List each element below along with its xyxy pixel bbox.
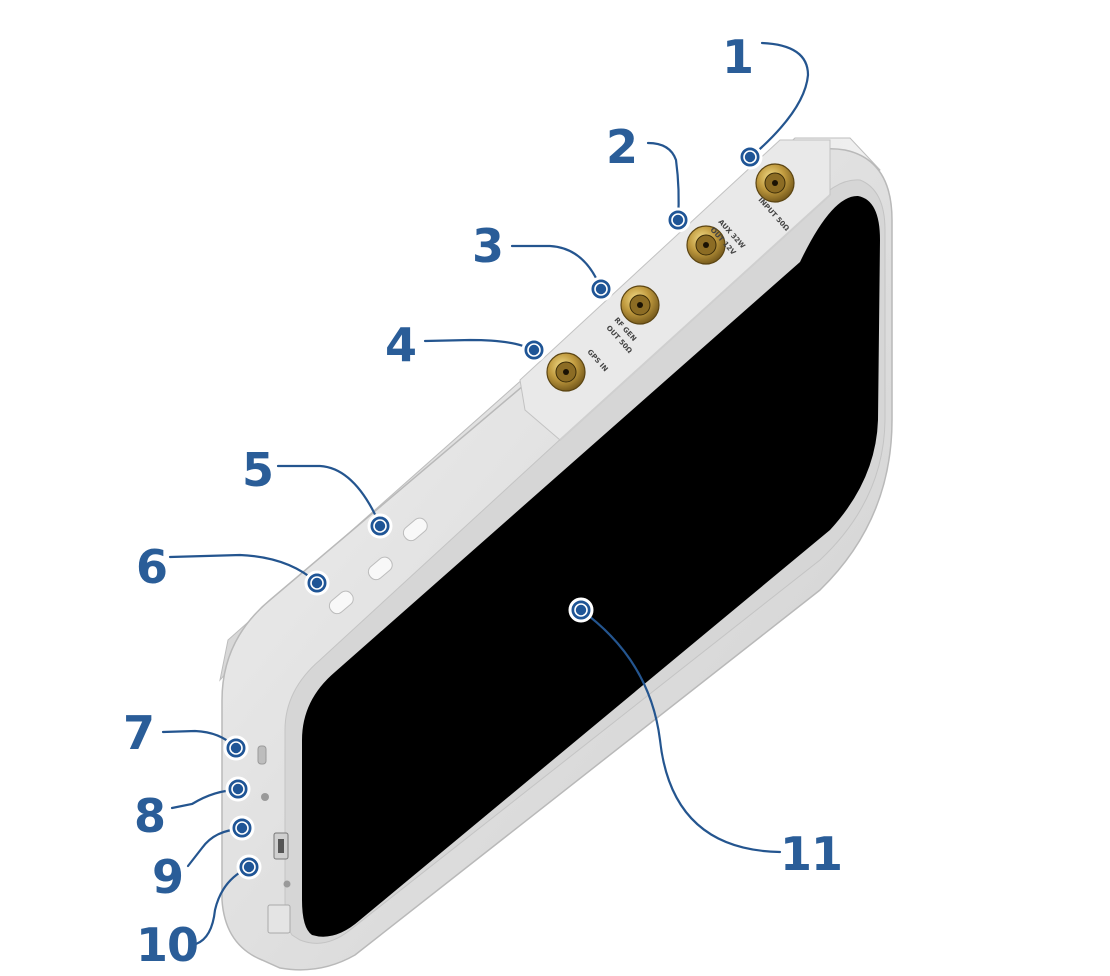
top-buttons	[328, 517, 428, 615]
callout-dots	[223, 144, 763, 880]
connector-rf-gen	[620, 285, 660, 325]
leader-1	[750, 41, 810, 158]
dot-5	[367, 513, 393, 539]
callout-number-4: 4	[385, 318, 416, 372]
leader-5	[276, 464, 382, 527]
dot-4	[521, 337, 547, 363]
dot-10	[236, 854, 262, 880]
callout-number-8: 8	[134, 789, 165, 843]
display-screen	[302, 195, 880, 937]
callout-number-5: 5	[242, 443, 273, 497]
callout-number-1: 1	[722, 30, 753, 84]
dot-3	[588, 276, 614, 302]
leader-10	[194, 866, 250, 946]
callout-number-6: 6	[136, 540, 167, 594]
connector-gps-in	[546, 352, 586, 392]
leader-4	[423, 338, 535, 352]
callout-number-2: 2	[606, 120, 637, 174]
callout-number-9: 9	[152, 850, 183, 904]
leader-3	[510, 244, 603, 291]
leader-2	[646, 141, 680, 221]
callout-number-3: 3	[472, 219, 503, 273]
leader-6	[168, 553, 318, 584]
dot-11	[568, 597, 594, 623]
leader-11	[579, 608, 782, 854]
side-ports	[257, 745, 291, 934]
callout-number-7: 7	[123, 706, 154, 760]
connector-panel	[519, 139, 831, 441]
dot-1	[737, 144, 763, 170]
connector-aux-out	[686, 225, 726, 265]
dot-8	[225, 776, 251, 802]
dot-7	[223, 735, 249, 761]
dot-2	[665, 207, 691, 233]
callout-numbers: 1 2 3 4 5 6 7 8 9 10 11	[123, 30, 843, 972]
dot-6	[304, 570, 330, 596]
callout-number-11: 11	[780, 827, 842, 881]
callout-number-10: 10	[136, 918, 198, 972]
dot-9	[229, 815, 255, 841]
connector-input	[755, 163, 795, 203]
